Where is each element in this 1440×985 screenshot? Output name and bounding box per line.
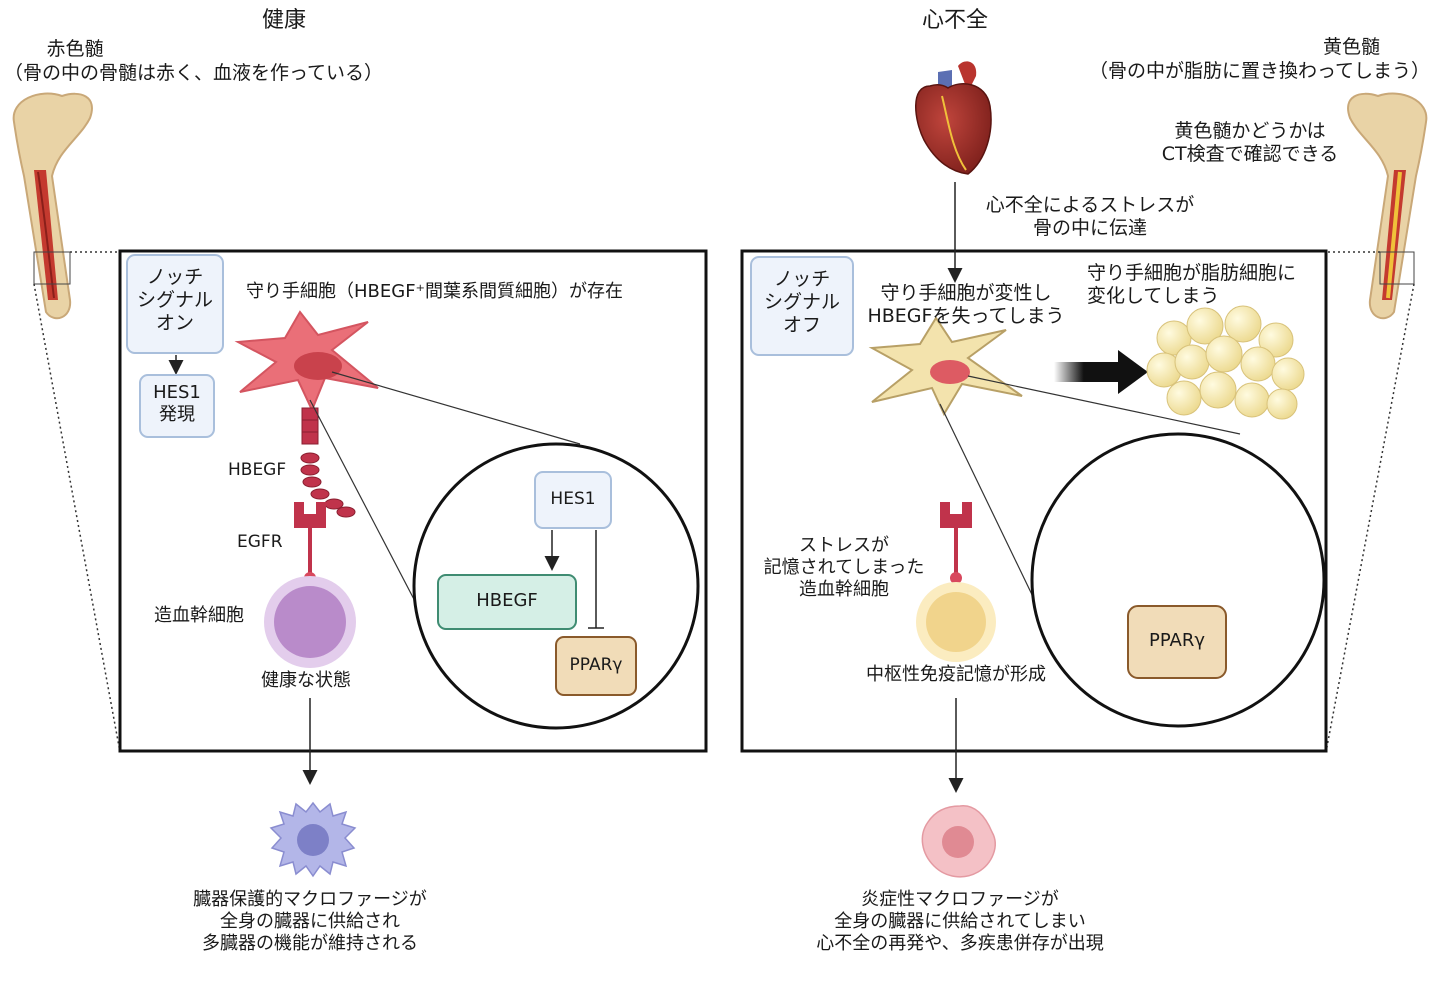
fat-change-label: 守り手細胞が脂肪細胞に 変化してしまう — [1087, 262, 1297, 308]
notch-off-label: ノッチ シグナル オフ — [763, 268, 840, 337]
egfr-label: EGFR — [237, 532, 283, 552]
guardian-stromal-cell-icon — [234, 310, 379, 413]
stress-note: 心不全によるストレスが 骨の中に伝達 — [985, 194, 1195, 240]
circle-hes1-label: HES1 — [550, 489, 596, 509]
circle-ppar-label: PPARγ — [569, 655, 623, 675]
protective-macrophage-icon — [269, 801, 357, 878]
failure-panel-box — [740, 249, 1328, 753]
hes1-expression-box — [139, 374, 215, 438]
circle-ppar-box — [555, 636, 637, 696]
femur-yellow-marrow-icon — [1347, 92, 1428, 320]
failure-zoom-circle — [1030, 432, 1326, 728]
inflammatory-macrophage-icon — [921, 805, 996, 878]
hematopoietic-stem-cell-icon — [264, 576, 356, 668]
ct-note: 黄色髄かどうかは CT検査で確認できる — [1161, 120, 1339, 166]
memory-label: 中枢性免疫記憶が形成 — [866, 664, 1046, 685]
hbegf-ligand-icon — [300, 407, 356, 518]
failure-title: 心不全 — [921, 8, 988, 33]
circle-hbegf-label: HBEGF — [476, 590, 538, 611]
degenerate-cell-label: 守り手細胞が変性し HBEGFを失ってしまう — [867, 282, 1065, 328]
femur-red-marrow-icon — [12, 92, 93, 320]
healthy-state-label: 健康な状態 — [261, 670, 351, 691]
protective-outcome-text: 臓器保護的マクロファージが 全身の臓器に供給され 多臓器の機能が維持される — [193, 889, 427, 954]
circle-hbegf-box — [437, 574, 577, 630]
circle-ppar-label-failure: PPARγ — [1148, 630, 1206, 651]
red-marrow-note: （骨の中の骨髄は赤く、血液を作っている） — [4, 62, 384, 84]
degenerate-stromal-cell-icon — [868, 316, 1023, 417]
stem-cell-label: 造血幹細胞 — [154, 605, 244, 626]
stressed-stem-cell-icon — [916, 582, 996, 662]
adipocyte-cluster-icon — [1146, 305, 1305, 420]
inflammatory-outcome-text: 炎症性マクロファージが 全身の臓器に供給されてしまい 心不全の再発や、多疾患併存… — [816, 889, 1104, 954]
egfr-receptor-icon-failure — [940, 502, 972, 612]
yellow-marrow-label: 黄色髄 — [1322, 36, 1380, 58]
hbegf-label: HBEGF — [228, 460, 287, 480]
healthy-panel-box — [118, 249, 708, 753]
guardian-cell-label: 守り手細胞（HBEGF⁺間葉系間質細胞）が存在 — [246, 281, 624, 302]
notch-on-label: ノッチ シグナル オン — [136, 266, 213, 335]
healthy-title: 健康 — [261, 8, 306, 33]
red-marrow-label: 赤色髄 — [46, 38, 104, 60]
stressed-stem-cell-label: ストレスが 記憶されてしまった 造血幹細胞 — [763, 535, 925, 600]
zoom-lines — [33, 251, 1415, 753]
circle-ppar-box-failure — [1127, 605, 1227, 679]
notch-off-box — [750, 256, 854, 356]
hes1-expression-label: HES1 発現 — [153, 382, 201, 425]
transform-arrow-icon — [1054, 350, 1148, 394]
circle-hes1-box — [534, 471, 612, 529]
yellow-marrow-note: （骨の中が脂肪に置き換わってしまう） — [1088, 60, 1430, 82]
notch-on-box — [126, 254, 224, 354]
heart-icon — [915, 61, 992, 175]
